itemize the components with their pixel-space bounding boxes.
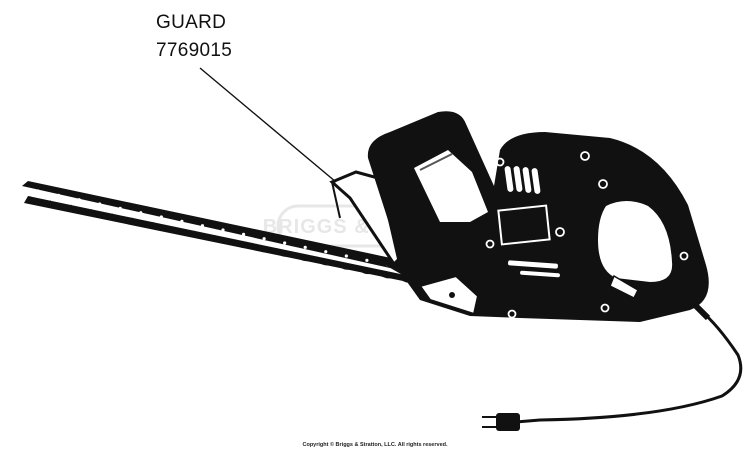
blade-rivet (36, 189, 40, 193)
power-cord (482, 301, 743, 431)
trimmer-housing (367, 111, 709, 322)
blade-tooth (110, 213, 129, 223)
label-panel (497, 204, 551, 246)
blade-tooth (336, 261, 355, 270)
blade-tooth (295, 252, 314, 262)
blade-tooth (233, 239, 252, 249)
copyright-notice: Copyright © Briggs & Stratton, LLC. All … (302, 442, 448, 448)
blade-tooth (69, 204, 88, 214)
part-name-label: GUARD (156, 12, 227, 33)
cord-clip (609, 274, 639, 300)
blade-tooth (356, 265, 375, 275)
trigger-switch (507, 260, 560, 278)
blade-rivet (180, 219, 184, 223)
blade-tooth (254, 243, 273, 253)
blade-rivet (98, 202, 102, 206)
blade-tooth (274, 248, 293, 257)
housing-screws (485, 151, 689, 319)
blade-tooth (192, 230, 211, 240)
blade-tooth (89, 209, 108, 218)
blade-rivet (56, 193, 61, 197)
blade-tooth (213, 235, 231, 244)
blade-rivet (262, 237, 266, 241)
blade-tooth (377, 269, 396, 279)
blade-tooth (130, 217, 149, 227)
blade-rivet (118, 206, 122, 210)
plug (496, 413, 520, 431)
air-vents (504, 166, 541, 194)
blade-rivet (241, 232, 246, 236)
blade-tooth (315, 256, 334, 266)
blade-rivet (365, 258, 369, 262)
blade-tooth (28, 196, 46, 205)
blade-rivet (303, 245, 307, 249)
blade-tooth (171, 226, 190, 236)
part-number-label: 7769015 (156, 40, 233, 61)
blade-rivet (77, 198, 81, 202)
leader-line (199, 67, 337, 183)
blade-tooth (48, 200, 67, 210)
blade-rivet (344, 254, 348, 258)
blade-rivet (283, 241, 287, 245)
blade-rivet (139, 211, 143, 215)
blade-rivet (221, 228, 225, 232)
blade-rivet (159, 215, 163, 219)
blade-rivet (200, 224, 205, 228)
blade-tooth (151, 222, 170, 231)
blade-rivet (324, 250, 328, 254)
blade-teeth (28, 189, 416, 283)
